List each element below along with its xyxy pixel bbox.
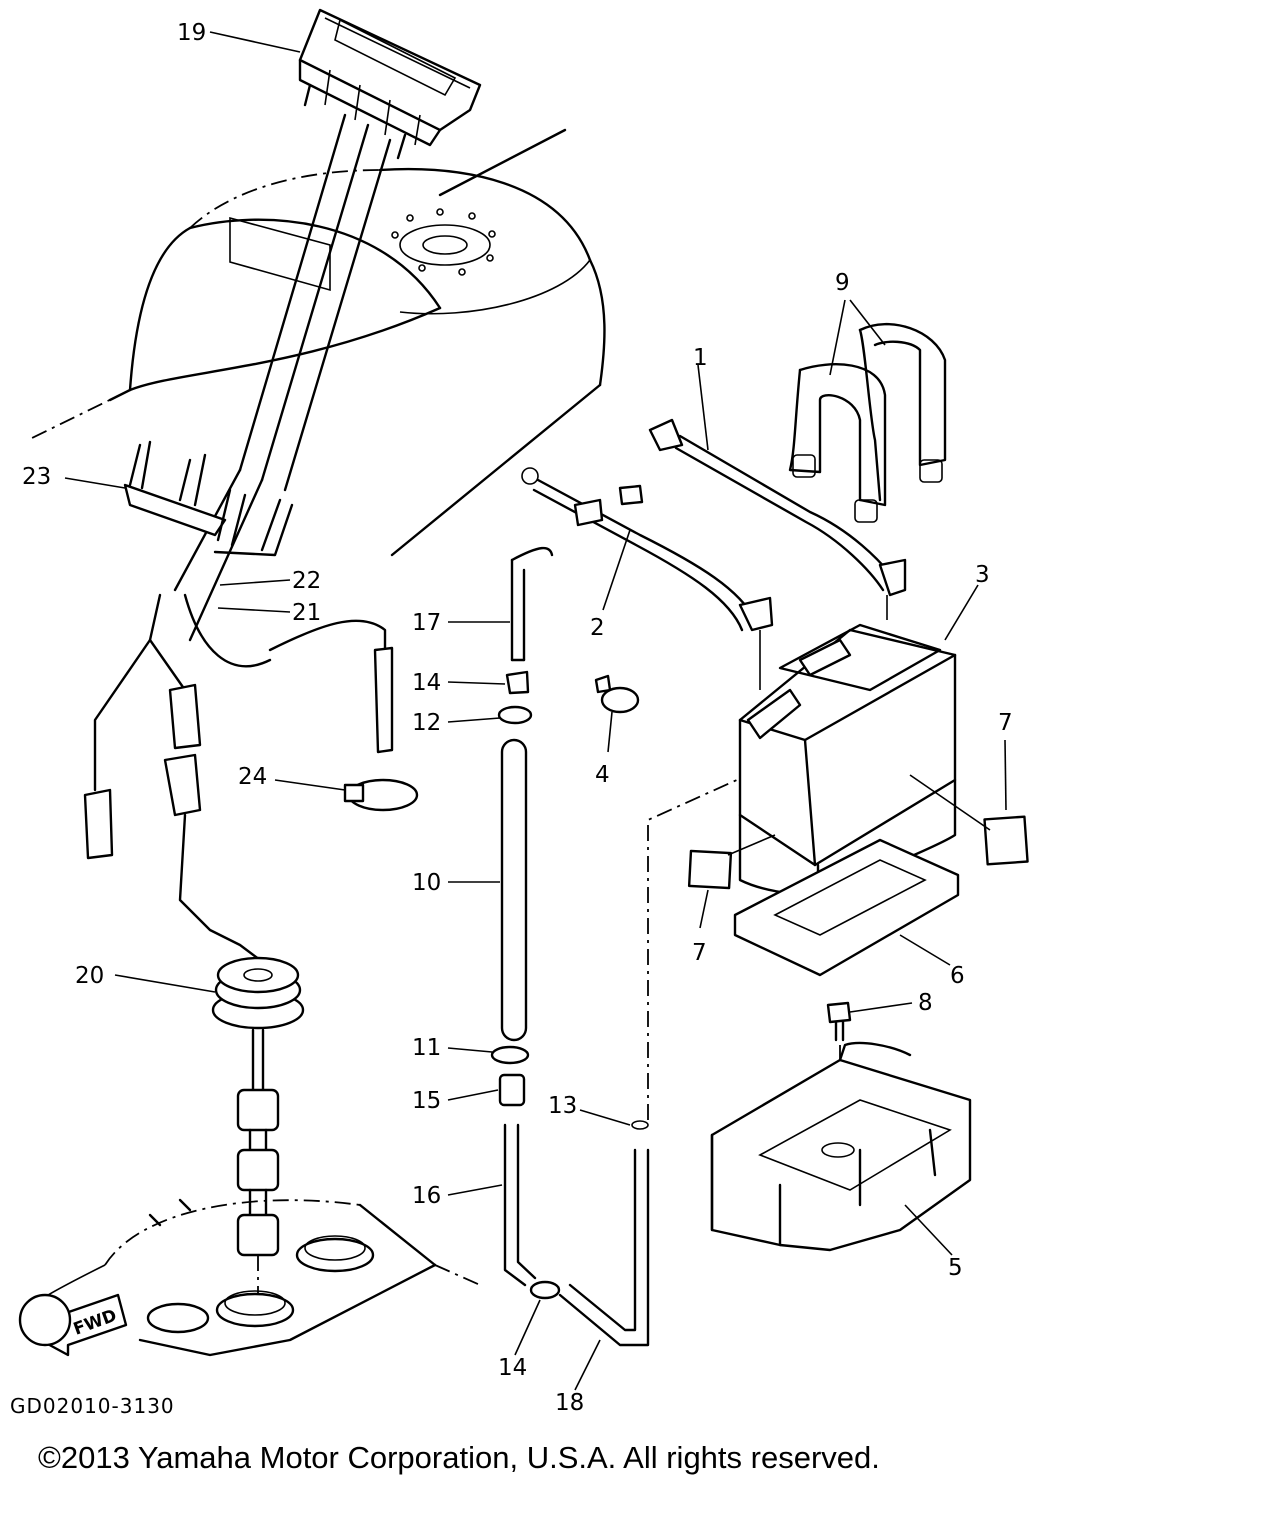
callout-6: 6 [950,963,965,989]
callout-13: 13 [548,1093,577,1119]
callout-9: 9 [835,270,850,296]
breather-hoses [490,546,771,1347]
callout-5: 5 [948,1255,963,1281]
callout-14-bottom: 14 [498,1355,527,1381]
callout-14-top: 14 [412,670,441,696]
callout-11: 11 [412,1035,441,1061]
callout-19: 19 [177,20,206,46]
grommet [211,956,305,1030]
part-code: GD02010-3130 [10,1394,175,1418]
callout-18: 18 [555,1390,584,1416]
callouts: 19 23 22 21 24 20 17 14 12 10 11 15 16 1… [22,20,1013,1416]
callout-20: 20 [75,963,104,989]
leader-lines [64,31,1007,1391]
band-24 [343,778,419,812]
seal-pad-right [983,815,1029,866]
battery-pad [733,838,960,977]
callout-7-right: 7 [998,710,1013,736]
callout-15: 15 [412,1088,441,1114]
seal-pad-left [687,849,733,890]
wiring-harness [83,593,394,962]
callout-2: 2 [590,615,605,641]
callout-16: 16 [412,1183,441,1209]
callout-8: 8 [918,990,933,1016]
callout-1: 1 [693,345,708,371]
meter-assembly [173,8,482,642]
battery-cables [521,418,907,690]
callout-3: 3 [975,562,990,588]
copyright-notice: ©2013 Yamaha Motor Corporation, U.S.A. A… [38,1440,880,1475]
callout-22: 22 [292,568,321,594]
callout-24: 24 [238,764,267,790]
battery [738,623,957,897]
tank-base: FWD [18,1198,481,1357]
clamp-4 [594,674,640,714]
fuel-tank-outline [27,128,606,557]
battery-box [710,1041,972,1252]
fuel-sender [236,1028,280,1300]
callout-10: 10 [412,870,441,896]
bolt [826,1001,852,1150]
callout-23: 23 [22,464,51,490]
callout-7-left: 7 [692,940,707,966]
callout-21: 21 [292,600,321,626]
callout-4: 4 [595,762,610,788]
callout-17: 17 [412,610,441,636]
battery-straps [788,322,947,523]
bracket [123,440,294,557]
callout-12: 12 [412,710,441,736]
